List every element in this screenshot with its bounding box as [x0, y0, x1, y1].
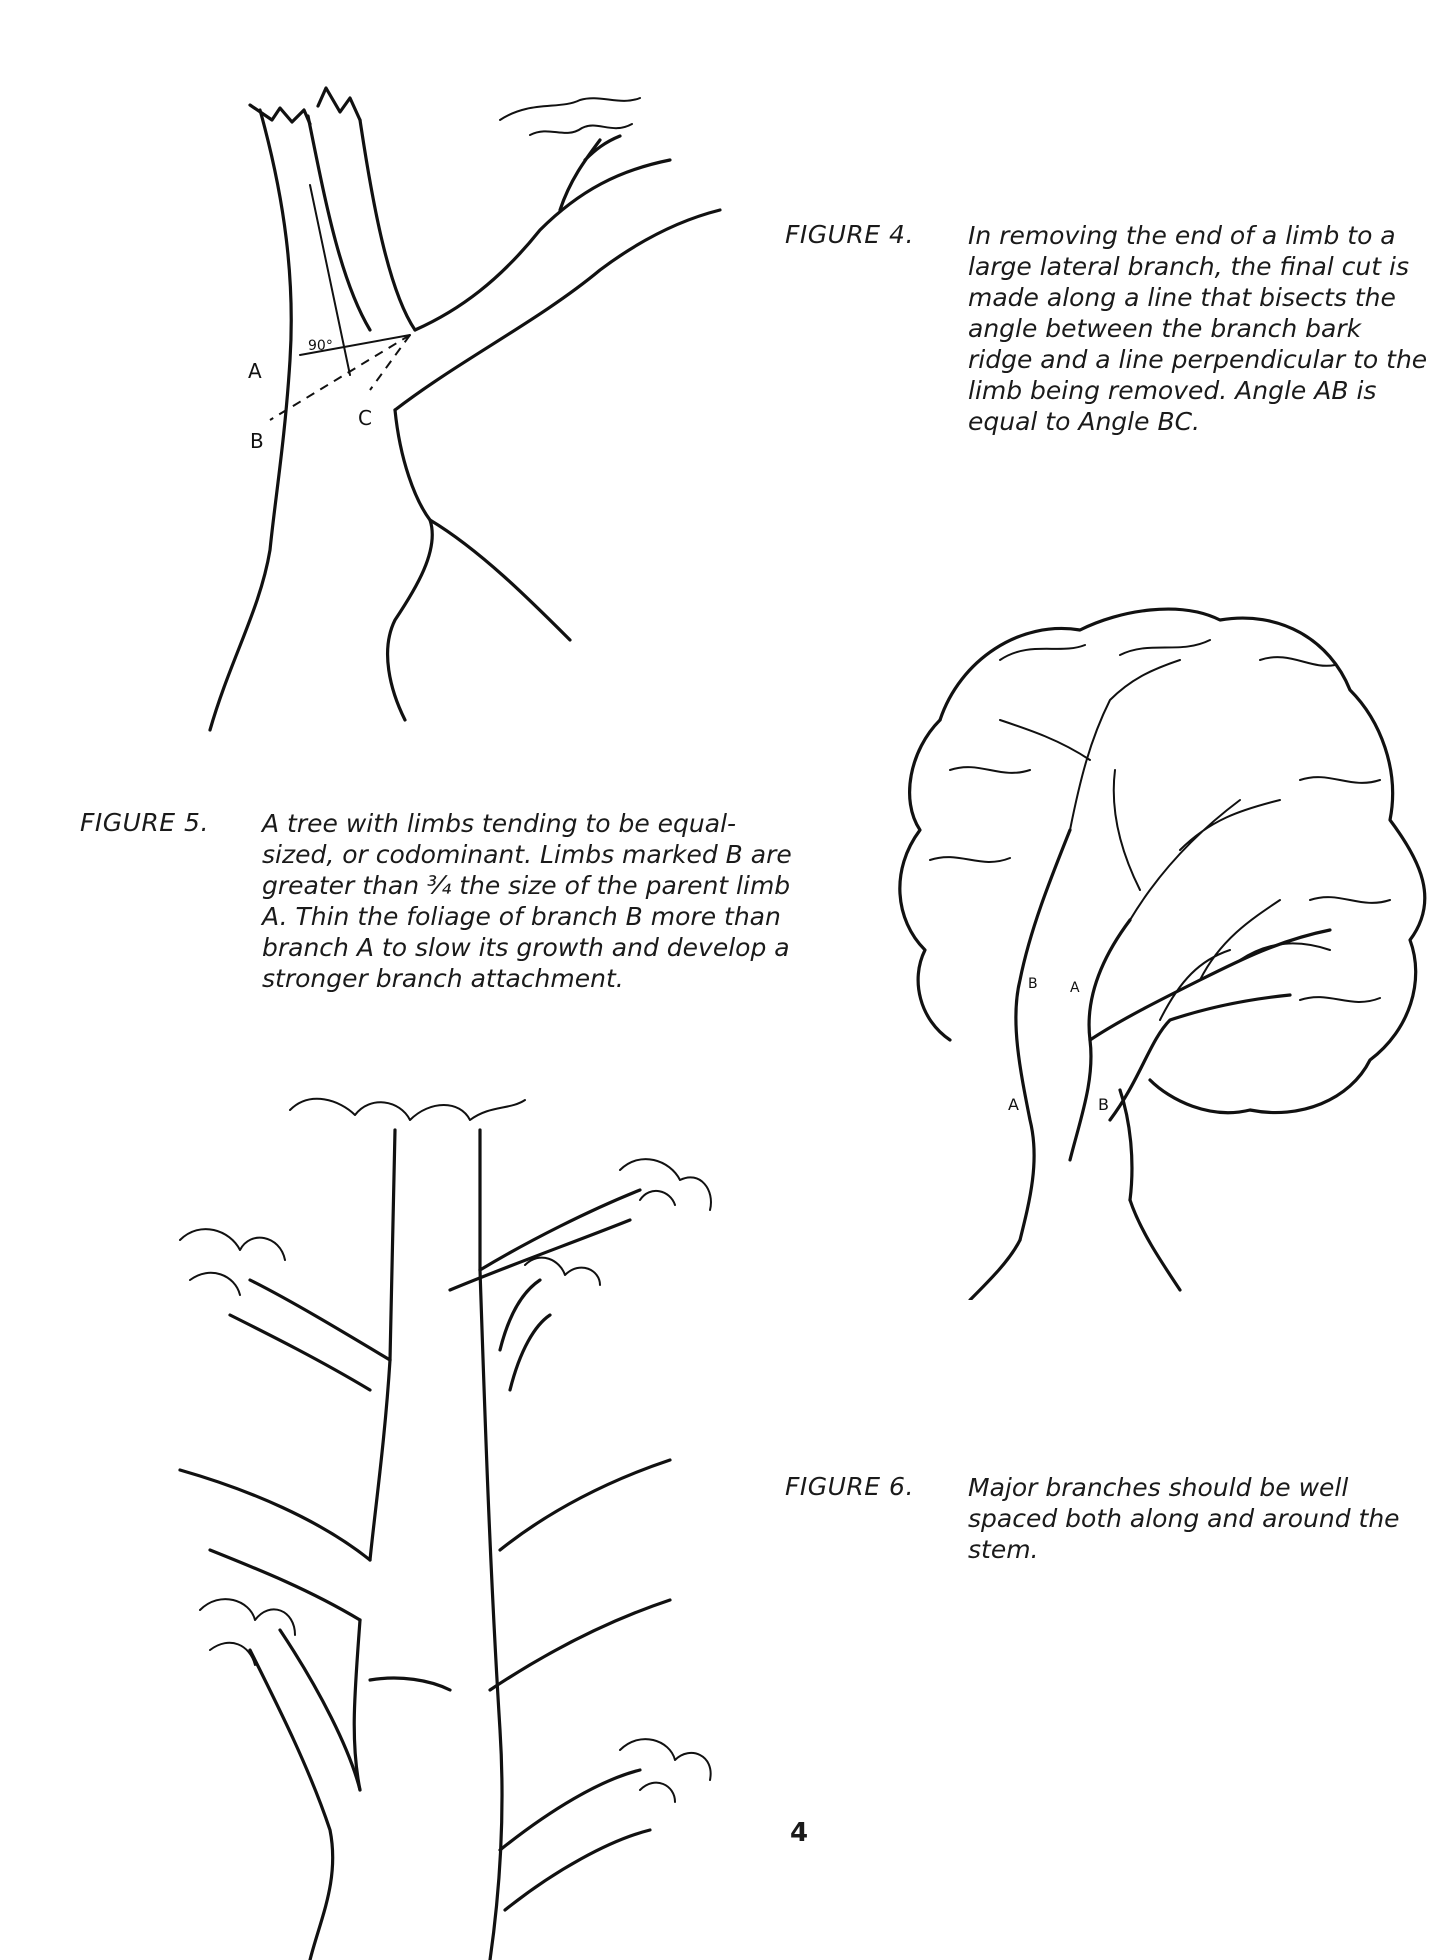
mark-b-upper: B	[1028, 976, 1038, 992]
mark-a: A	[248, 359, 262, 383]
branch-lower-left-bottom	[210, 1550, 360, 1620]
crown-outline	[940, 609, 1425, 1113]
stub-cut-top	[318, 88, 360, 120]
angle-90-label: 90°	[308, 338, 333, 354]
crown-left-outline	[900, 720, 950, 1040]
branch-mid-right	[500, 1280, 550, 1390]
lateral-branch-upper	[415, 160, 670, 330]
foliage-scallop-2	[530, 124, 632, 135]
trunk-right	[480, 1270, 502, 1960]
removed-limb-right	[360, 120, 415, 330]
trunk-left-outline	[210, 110, 291, 730]
leader-left-top	[390, 1130, 395, 1360]
branch-stub-lower	[370, 1678, 450, 1690]
branch-bottom-right	[500, 1770, 640, 1850]
branch-lower-right-bottom	[490, 1600, 670, 1690]
figure-5-svg: A B B A	[880, 600, 1440, 1300]
trunk-left-low	[354, 1620, 360, 1790]
trunk-right-flare	[430, 520, 570, 640]
figure-4-caption: In removing the end of a limb to a large…	[968, 220, 1428, 437]
bisector-dash-right	[370, 335, 410, 390]
crown-foliage-lines	[930, 767, 1390, 1002]
figure-5-caption: A tree with limbs tending to be equal-si…	[262, 808, 807, 994]
figure-6-drawing	[170, 1090, 730, 1960]
lateral-twigs	[560, 136, 620, 210]
figure-5-drawing: A B B A	[880, 600, 1440, 1300]
branch-upper-left-top	[250, 1280, 390, 1360]
trunk-a-left	[1016, 830, 1070, 1240]
branch-bottom-right-2	[505, 1830, 650, 1910]
figure-6-caption: Major branches should be well spaced bot…	[968, 1472, 1428, 1565]
trunk-a-right	[1070, 920, 1130, 1160]
mark-c: C	[358, 406, 372, 430]
lateral-branch-lower	[395, 210, 720, 410]
figure-5-label: FIGURE 5.	[80, 808, 209, 837]
mark-a-lower: A	[1008, 1095, 1019, 1114]
figure-6-svg	[170, 1090, 730, 1960]
top-foliage	[290, 1099, 525, 1120]
figure-4-label: FIGURE 4.	[785, 220, 914, 249]
figure-4-svg: 90° A B C	[200, 80, 770, 740]
foliage-scallop	[500, 98, 640, 120]
limb-b-upper	[1090, 930, 1330, 1040]
mark-b-lower: B	[1098, 1095, 1109, 1114]
trunk-base	[970, 1200, 1180, 1300]
trunk-b-right	[1120, 1090, 1132, 1200]
mark-b: B	[250, 429, 264, 453]
trunk-right-outline	[388, 410, 433, 720]
foliage-upper-left	[180, 1229, 285, 1295]
figure-4-drawing: 90° A B C	[200, 80, 770, 740]
crown-branches	[1000, 660, 1280, 920]
branch-bottom-left-2	[280, 1630, 360, 1790]
foliage-upper-right	[620, 1159, 711, 1210]
mark-a-upper: A	[1070, 980, 1080, 996]
trunk-left-mid	[370, 1360, 390, 1560]
crown-inner-scallops	[1000, 640, 1335, 666]
branch-lower-left-top	[180, 1470, 370, 1560]
page-number: 4	[790, 1818, 808, 1848]
stub-left-top	[250, 105, 310, 124]
branch-upper-left-bottom	[230, 1315, 370, 1390]
figure-6-label: FIGURE 6.	[785, 1472, 914, 1501]
branch-lower-right-top	[500, 1460, 670, 1550]
branch-upper-right-top	[480, 1190, 640, 1270]
